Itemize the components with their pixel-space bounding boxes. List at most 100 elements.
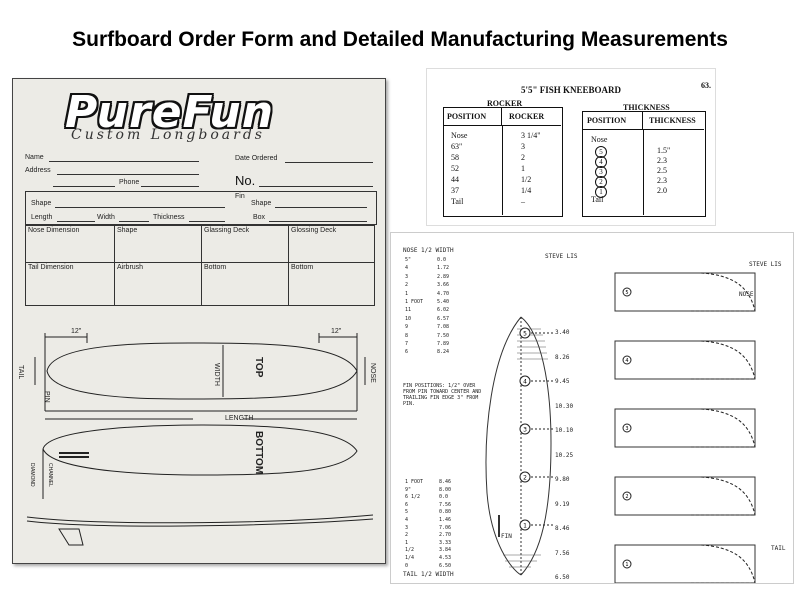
tail-station-cell: 1 FOOT xyxy=(405,479,424,485)
station-number: 1 xyxy=(523,523,527,530)
section-station-number: 4 xyxy=(625,358,628,364)
station-circle xyxy=(519,327,531,339)
outline-measure-label: 10.10 xyxy=(555,427,574,434)
nose-half-width-cell: 1.72 xyxy=(437,265,450,272)
rocker-position-cell: 37 xyxy=(451,186,459,195)
thickness-value-cell: 2.3 xyxy=(657,176,667,185)
tail-half-width-cell: 8.46 xyxy=(439,479,452,485)
outline-measure-label: 3.40 xyxy=(555,329,570,336)
nose-station-cell: 5" xyxy=(405,257,412,263)
section-station-number: 2 xyxy=(625,494,628,500)
rocker-value-header: ROCKER xyxy=(509,112,545,121)
tail-half-width-cell: 4.53 xyxy=(439,555,452,561)
station-circle xyxy=(519,471,531,483)
tail-station-cell: 2 xyxy=(405,532,409,539)
nose-half-width-cell: 5.40 xyxy=(437,299,450,305)
board-outline-right xyxy=(520,316,552,576)
tail-half-width-cell: 3.84 xyxy=(439,547,452,554)
order-form-image: PureFun Custom Longboards Name Address P… xyxy=(12,78,386,564)
shape-left-label: Shape xyxy=(31,200,52,207)
kneeboard-title: 5'5" FISH KNEEBOARD xyxy=(520,85,621,95)
section-rail-curve xyxy=(691,476,756,516)
bottom-label-2: Bottom xyxy=(291,264,314,271)
nose-half-width-cell: 7.89 xyxy=(437,341,450,347)
nose-station-cell: 2 xyxy=(405,282,409,289)
rocker-section-label: ROCKER xyxy=(487,99,523,108)
outline-measure-label: 8.46 xyxy=(555,525,570,532)
outline-measure-label: 6.50 xyxy=(555,574,570,581)
nose-half-width-cell: 3.66 xyxy=(437,282,450,289)
station-number: 2 xyxy=(523,475,527,482)
fin-label: Fin xyxy=(235,193,245,200)
designer-label-right: STEVE LIS xyxy=(749,261,782,268)
rocker-position-cell: 58 xyxy=(451,153,459,162)
section-rail-curve xyxy=(691,408,756,448)
station-number: 5 xyxy=(523,331,527,338)
designer-label-center: STEVE LIS xyxy=(545,253,578,260)
thickness-value-cell: 2.0 xyxy=(657,186,667,195)
airbrush-label: Airbrush xyxy=(117,264,144,271)
bottom-cell-2: Bottom xyxy=(288,262,375,306)
tail-half-width-cell: 1.46 xyxy=(439,517,452,523)
phone-line xyxy=(141,186,199,187)
section-station-circle xyxy=(622,287,632,297)
pin-label: PIN xyxy=(43,391,50,403)
section-station-number: 3 xyxy=(625,426,628,432)
nose-half-width-cell: 2.89 xyxy=(437,273,450,280)
nose-station-cell: 6 xyxy=(405,349,409,356)
tail-station-cell: 5 xyxy=(405,509,409,516)
station-number: 4 xyxy=(523,379,527,386)
fin-position-note: FIN POSITIONS: 1/2" OVER FROM PIN TOWARD… xyxy=(403,383,482,407)
station-circle xyxy=(519,519,531,531)
length-label: Length xyxy=(31,214,53,221)
address-line-2 xyxy=(53,186,115,187)
bottom-label-1: Bottom xyxy=(204,264,227,271)
nose-station-cell: 3 xyxy=(405,273,409,280)
section-profile-box xyxy=(614,544,756,583)
rocker-value-cell: – xyxy=(521,197,525,206)
nose-station-cell: 8 xyxy=(405,332,409,339)
nose-station-cell: 4 xyxy=(405,265,409,272)
section-profile-box xyxy=(614,476,756,516)
nose-station-cell: 9 xyxy=(405,324,409,331)
phone-label: Phone xyxy=(119,179,140,186)
name-line xyxy=(49,161,199,162)
nose-section-label: NOSE xyxy=(739,291,754,298)
thickness-value-cell: 2.3 xyxy=(657,156,667,165)
page-title: Surfboard Order Form and Detailed Manufa… xyxy=(72,28,728,51)
section-rail-curve xyxy=(691,272,756,312)
outline-measure-label: 9.19 xyxy=(555,500,570,508)
tail-station-cell: 1/2 xyxy=(405,547,415,554)
dim-12-left: 12" xyxy=(71,328,82,335)
outline-measure-label: 9.80 xyxy=(555,476,570,483)
tail-station-cell: 1 xyxy=(405,539,409,546)
order-number-label: No. xyxy=(235,173,256,188)
thickness-section-label: THICKNESS xyxy=(623,103,670,112)
date-ordered-line xyxy=(285,162,373,163)
thickness-position-header: POSITION xyxy=(587,116,627,125)
address-label: Address xyxy=(25,167,51,174)
thickness-value-cell: 2.5 xyxy=(657,166,667,175)
rocker-position-cell: Nose xyxy=(451,131,468,140)
thickness-line xyxy=(189,221,225,222)
shape-cell-label: Shape xyxy=(117,227,138,234)
width-line xyxy=(119,221,149,222)
thickness-value-cell: 1.5" xyxy=(657,146,671,155)
station-circle xyxy=(519,423,531,435)
section-station-number: 1 xyxy=(625,562,628,568)
nose-station-cell: 7 xyxy=(405,341,409,347)
template-drawing-image: NOSE 1/2 WIDTH STEVE LIS STEVE LIS NOSE … xyxy=(390,232,794,584)
rocker-position-cell: Tail xyxy=(451,197,464,206)
section-rail-curve xyxy=(691,340,756,380)
order-number-line xyxy=(259,186,373,187)
nose-half-width-cell: 6.02 xyxy=(437,307,450,314)
tail-half-width-cell: 6.50 xyxy=(439,562,452,569)
tail-label: TAIL xyxy=(17,365,24,380)
shape-left-line xyxy=(55,207,225,208)
shape-right-label: Shape xyxy=(251,200,272,207)
tail-section-label: TAIL xyxy=(771,545,786,552)
tail-half-width-cell: 7.56 xyxy=(439,501,452,508)
outline-measure-label: 10.30 xyxy=(555,402,574,410)
station-number: 3 xyxy=(523,427,527,434)
